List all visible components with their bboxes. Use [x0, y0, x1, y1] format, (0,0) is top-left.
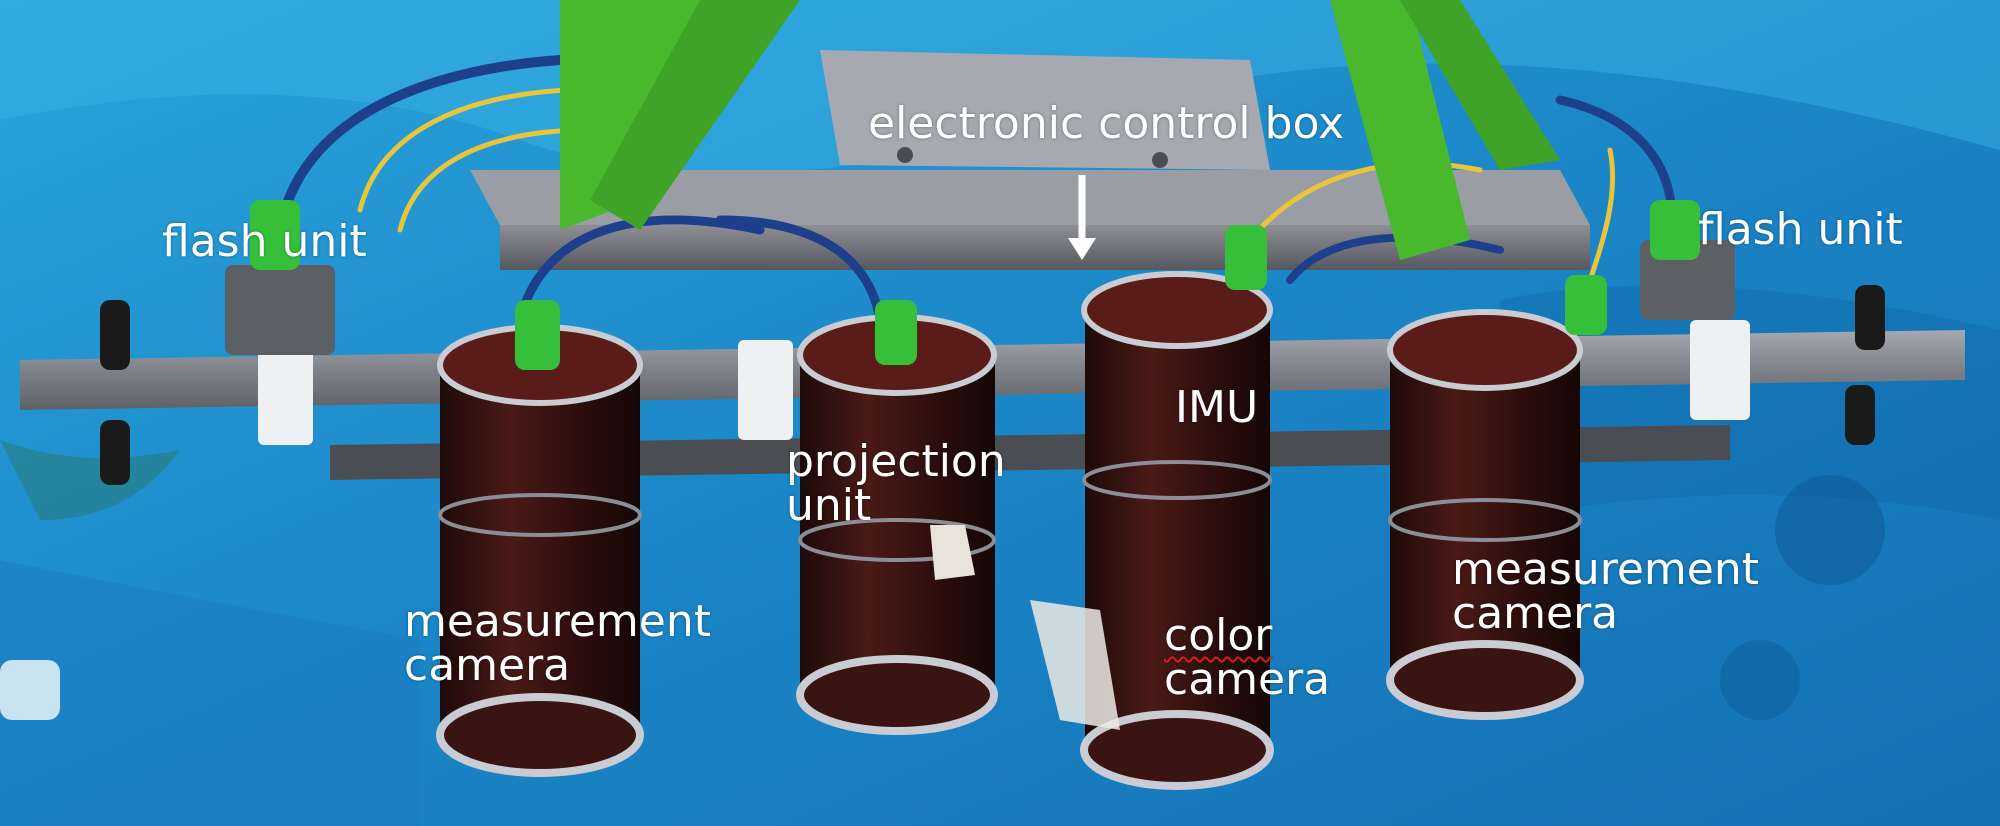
label-flash-unit-right: flash unit — [1698, 204, 1903, 255]
arrow-icon — [1068, 175, 1096, 260]
label-flash-unit-left: flash unit — [162, 216, 367, 267]
label-measurement-camera-right-line1: measurement — [1452, 544, 1759, 595]
label-measurement-camera-left-line1: measurement — [404, 596, 711, 647]
label-imu: IMU — [1175, 382, 1259, 433]
label-measurement-camera-left-line2: camera — [404, 640, 571, 691]
label-color-camera-line2: camera — [1164, 654, 1331, 705]
label-measurement-camera-right-line2: camera — [1452, 588, 1619, 639]
label-projection-unit: projection unit — [786, 440, 1006, 528]
label-projection-unit-line2: unit — [786, 480, 872, 531]
label-electronic-control-box: electronic control box — [868, 98, 1345, 149]
label-projection-unit-line1: projection — [786, 436, 1006, 487]
label-color-camera-line1: color — [1164, 610, 1273, 661]
label-measurement-camera-left: measurement camera — [404, 600, 711, 688]
label-color-camera: color camera — [1164, 614, 1330, 702]
label-measurement-camera-right: measurement camera — [1452, 548, 1759, 636]
